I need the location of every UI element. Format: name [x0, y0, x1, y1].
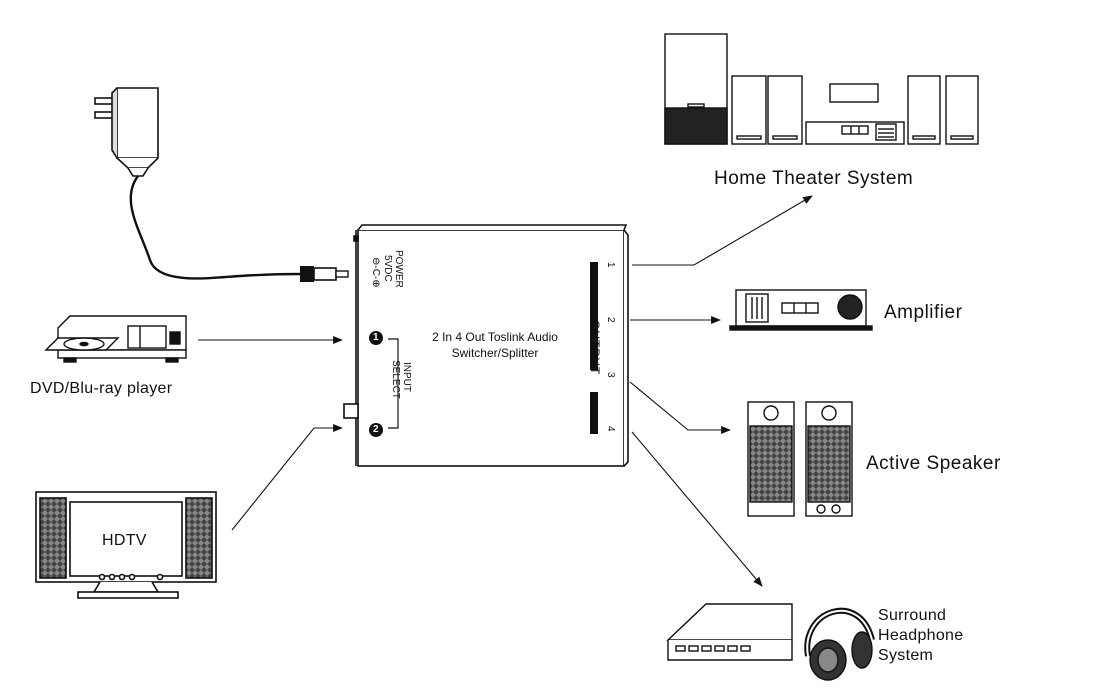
power-adapter-icon: [94, 87, 159, 177]
output-port-3: 3: [605, 372, 616, 378]
active-speaker-icon: [747, 401, 853, 517]
output-port-1: 1: [605, 262, 616, 268]
arrow-out1-to-home-theater: [632, 195, 813, 266]
power-label: POWER: [393, 250, 404, 288]
arrow-out3-to-speaker: [629, 381, 731, 434]
amplifier-icon: [729, 289, 873, 331]
arrow-out4-to-headphone: [631, 431, 763, 587]
home-theater-label: Home Theater System: [714, 168, 914, 189]
power-polarity-label: ⊖-C-⊕: [370, 257, 381, 288]
headphone-label-line3: System: [878, 647, 934, 664]
input-select-label-line1: INPUT: [401, 362, 412, 392]
power-cable: [129, 175, 301, 280]
hdtv-screen-label: HDTV: [102, 532, 147, 549]
output-label: OUTPUT: [588, 320, 602, 376]
power-plug-icon: [300, 266, 349, 282]
switcher-title-line2: Switcher/Splitter: [451, 346, 539, 360]
active-speaker-label: Active Speaker: [866, 453, 1001, 474]
switcher-title-line1: 2 In 4 Out Toslink Audio: [432, 330, 558, 344]
dvd-player-label: DVD/Blu-ray player: [30, 380, 173, 397]
input-select-label-line2: SELECT: [390, 360, 401, 399]
input-1-indicator: 1: [373, 332, 379, 343]
arrow-hdtv-to-input-2: [231, 424, 343, 531]
output-port-2: 2: [605, 317, 616, 323]
hdtv-icon: [35, 491, 217, 599]
power-voltage-label: 5VDC: [382, 255, 393, 282]
headphone-label-line2: Headphone: [878, 627, 964, 644]
switcher-box: [343, 224, 629, 467]
output-port-4: 4: [605, 426, 616, 432]
headphone-system-icon: [666, 603, 875, 681]
connection-lines: [198, 195, 813, 587]
dvd-player-icon: [44, 315, 187, 363]
headphone-label-line1: Surround: [878, 607, 947, 624]
input-2-indicator: 2: [373, 424, 379, 435]
amplifier-label: Amplifier: [884, 302, 963, 323]
home-theater-icon: [664, 33, 979, 145]
